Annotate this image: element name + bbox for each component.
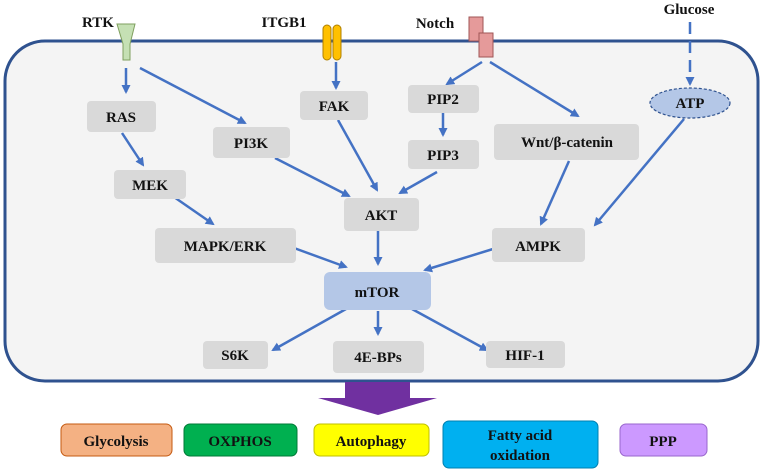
- output-fao-line2: oxidation: [490, 448, 551, 464]
- output-ppp-label: PPP: [649, 434, 677, 450]
- output-autophagy: Autophagy: [313, 423, 430, 457]
- arrow-mapk-mtor: [293, 246, 348, 269]
- node-hif1: HIF-1: [486, 341, 565, 368]
- arrow-wnt-ampk: [539, 160, 571, 226]
- itgb1-receptor-right: [332, 24, 342, 61]
- arrow-pi3k-akt: [274, 156, 351, 198]
- node-ras-label: RAS: [106, 110, 136, 126]
- node-mapk-label: MAPK/ERK: [184, 239, 267, 255]
- rtk-label: RTK: [82, 15, 114, 31]
- notch-receptor-bottom: [478, 32, 494, 58]
- notch-receptor: Notch: [416, 16, 494, 58]
- output-fao-line1: Fatty acid: [488, 428, 553, 444]
- node-atp-label: ATP: [676, 96, 705, 112]
- node-mtor-label: mTOR: [355, 285, 400, 301]
- node-mek: MEK: [114, 170, 186, 199]
- node-pip2: PIP2: [408, 85, 479, 113]
- output-autophagy-label: Autophagy: [336, 434, 407, 450]
- node-fak: FAK: [300, 91, 368, 120]
- rtk-receptor-shape: [116, 23, 136, 61]
- itgb1-label: ITGB1: [261, 15, 306, 31]
- node-atp: ATP: [649, 87, 731, 119]
- rtk-receptor: RTK: [82, 15, 136, 61]
- output-arrow: [318, 382, 437, 415]
- node-hif1-label: HIF-1: [505, 348, 544, 364]
- arrow-notch-wnt: [489, 60, 580, 118]
- node-4ebps: 4E-BPs: [333, 341, 424, 373]
- glucose-label: Glucose: [664, 2, 715, 18]
- arrow-notch-pip2: [445, 60, 483, 86]
- itgb1-receptor: ITGB1: [261, 15, 342, 61]
- node-pi3k: PI3K: [213, 127, 290, 158]
- node-akt: AKT: [344, 198, 419, 231]
- node-mapk: MAPK/ERK: [155, 228, 296, 263]
- arrow-ras-mek: [120, 132, 145, 167]
- node-wnt: Wnt/β-catenin: [494, 124, 639, 160]
- arrow-rtk-pi3k: [139, 66, 247, 125]
- notch-label: Notch: [416, 16, 455, 32]
- output-ppp: PPP: [619, 423, 708, 457]
- node-pip2-label: PIP2: [427, 92, 459, 108]
- output-oxphos: OXPHOS: [183, 423, 298, 457]
- node-4ebps-label: 4E-BPs: [354, 350, 402, 366]
- node-akt-label: AKT: [365, 208, 398, 224]
- node-ampk: AMPK: [492, 228, 585, 262]
- itgb1-receptor-left: [322, 24, 332, 61]
- node-s6k-label: S6K: [221, 348, 249, 364]
- arrow-ampk-mtor: [423, 247, 494, 273]
- output-oxphos-label: OXPHOS: [208, 434, 271, 450]
- output-glycolysis: Glycolysis: [60, 423, 173, 457]
- arrow-atp-ampk: [593, 118, 685, 227]
- arrow-fak-akt: [336, 119, 379, 192]
- node-pi3k-label: PI3K: [234, 136, 269, 152]
- node-ampk-label: AMPK: [515, 239, 561, 255]
- output-glycolysis-label: Glycolysis: [83, 434, 148, 450]
- node-wnt-label: Wnt/β-catenin: [521, 135, 614, 151]
- arrow-mtor-s6k: [271, 307, 347, 352]
- node-s6k: S6K: [203, 341, 268, 369]
- output-fatty-acid-oxidation: Fatty acid oxidation: [442, 420, 599, 469]
- node-fak-label: FAK: [319, 99, 350, 115]
- node-mtor: mTOR: [324, 272, 431, 310]
- node-mek-label: MEK: [132, 178, 168, 194]
- arrow-mtor-hif1: [411, 307, 489, 352]
- arrows: [120, 22, 695, 352]
- arrow-mek-mapk: [173, 195, 215, 226]
- arrow-pip3-akt: [398, 170, 438, 195]
- node-ras: RAS: [87, 101, 156, 132]
- node-pip3: PIP3: [408, 140, 479, 169]
- node-pip3-label: PIP3: [427, 148, 459, 164]
